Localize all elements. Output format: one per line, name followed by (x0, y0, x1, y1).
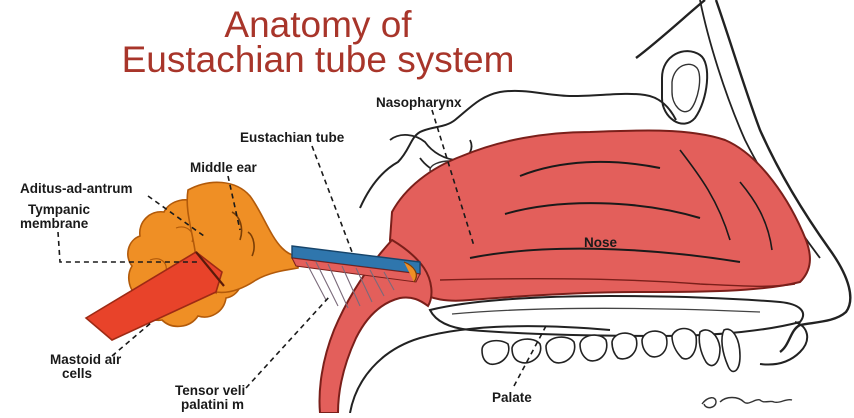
label-nose: Nose (584, 236, 617, 250)
tooth-7 (672, 329, 696, 359)
label-palate: Palate (492, 391, 532, 405)
frontal-sinus (662, 51, 707, 124)
artist-signature (702, 398, 792, 408)
label-tympanic-line1: Tympanic (28, 203, 90, 217)
diagram-title-line2: Eustachian tube system (58, 40, 578, 80)
leader-eustachian-tube (312, 146, 352, 252)
tooth-5 (612, 333, 637, 359)
nasal-cavity (390, 130, 810, 300)
label-mastoid-line2: cells (62, 367, 92, 381)
tooth-1 (482, 341, 509, 365)
label-tensor-line2: palatini m (181, 398, 244, 412)
label-tensor-line1: Tensor veli (175, 384, 245, 398)
tooth-6 (642, 331, 667, 357)
tooth-3 (546, 337, 575, 363)
label-middle-ear: Middle ear (190, 161, 257, 175)
tooth-9 (722, 329, 740, 371)
label-tympanic-line2: membrane (20, 217, 88, 231)
label-mastoid-line1: Mastoid air (50, 353, 121, 367)
tooth-8 (699, 330, 720, 366)
leader-tensor (246, 296, 330, 388)
label-eustachian-tube: Eustachian tube (240, 131, 344, 145)
tooth-4 (580, 335, 607, 361)
label-nasopharynx: Nasopharynx (376, 96, 462, 110)
label-aditus-ad-antrum: Aditus-ad-antrum (20, 182, 133, 196)
hard-palate (430, 296, 803, 336)
